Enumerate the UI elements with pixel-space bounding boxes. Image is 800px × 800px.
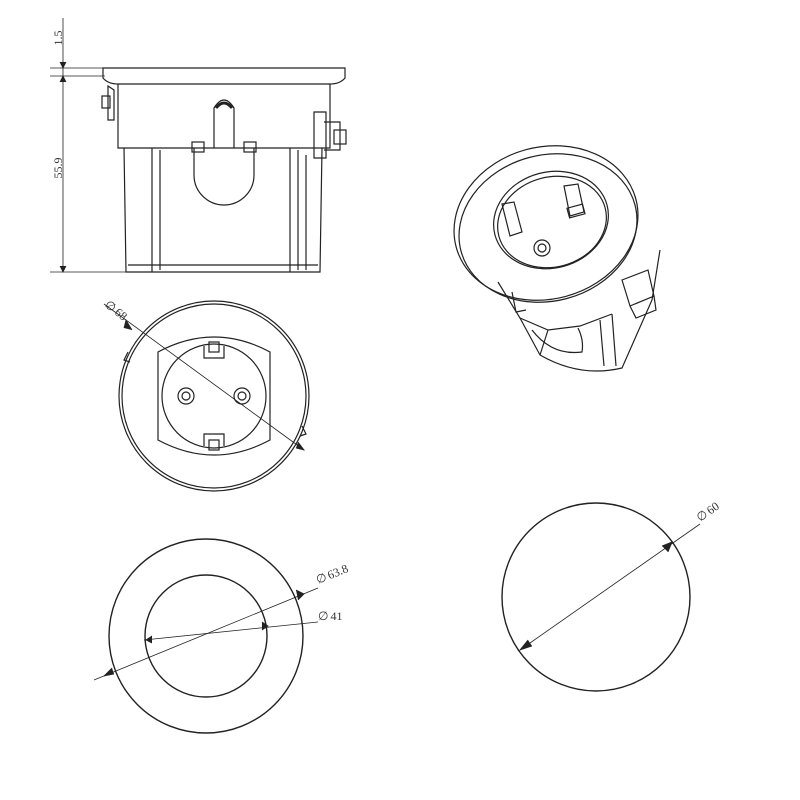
ring-inner-circle xyxy=(144,574,268,698)
side-view-upper-body xyxy=(117,84,331,149)
dim-ring-inner-diameter: ∅41 xyxy=(318,609,342,623)
isometric-socket-recess xyxy=(493,170,609,270)
front-view-flange-outer xyxy=(118,300,310,492)
ring-view-dimensions xyxy=(93,587,319,681)
cutout-circle xyxy=(501,502,691,692)
isometric-body xyxy=(497,249,661,372)
ring-view xyxy=(108,538,304,734)
front-view-earth-clip-bottom xyxy=(203,433,225,446)
dim-body-height: 55.9 xyxy=(51,158,65,179)
side-view-dimensions xyxy=(50,18,128,273)
front-view-dimension xyxy=(103,303,305,451)
dim-lip-thickness: 1.5 xyxy=(51,31,65,46)
side-view-lip xyxy=(102,67,346,85)
dim-cutout-diameter: ∅60 xyxy=(694,499,722,524)
side-view-right-clip xyxy=(313,111,327,159)
side-view xyxy=(101,67,347,273)
isometric-pin-hole xyxy=(533,239,551,257)
isometric-flange-outer xyxy=(453,145,639,301)
cutout-view xyxy=(501,502,691,692)
isometric-view xyxy=(453,145,661,372)
side-view-lower-body xyxy=(123,147,323,273)
dim-ring-outer-diameter: ∅63.8 xyxy=(314,561,350,587)
cutout-view-dimensions xyxy=(518,523,701,651)
ring-outer-circle xyxy=(108,538,304,734)
front-view xyxy=(118,300,310,492)
isometric-clip xyxy=(621,269,655,307)
front-view-earth-clip-top xyxy=(203,346,225,359)
front-view-socket-recess xyxy=(157,336,271,456)
front-view-pin-hole-left xyxy=(177,387,195,405)
side-view-slot xyxy=(213,99,235,148)
side-view-left-clip xyxy=(107,84,115,121)
front-view-pin-hole-right xyxy=(233,387,251,405)
